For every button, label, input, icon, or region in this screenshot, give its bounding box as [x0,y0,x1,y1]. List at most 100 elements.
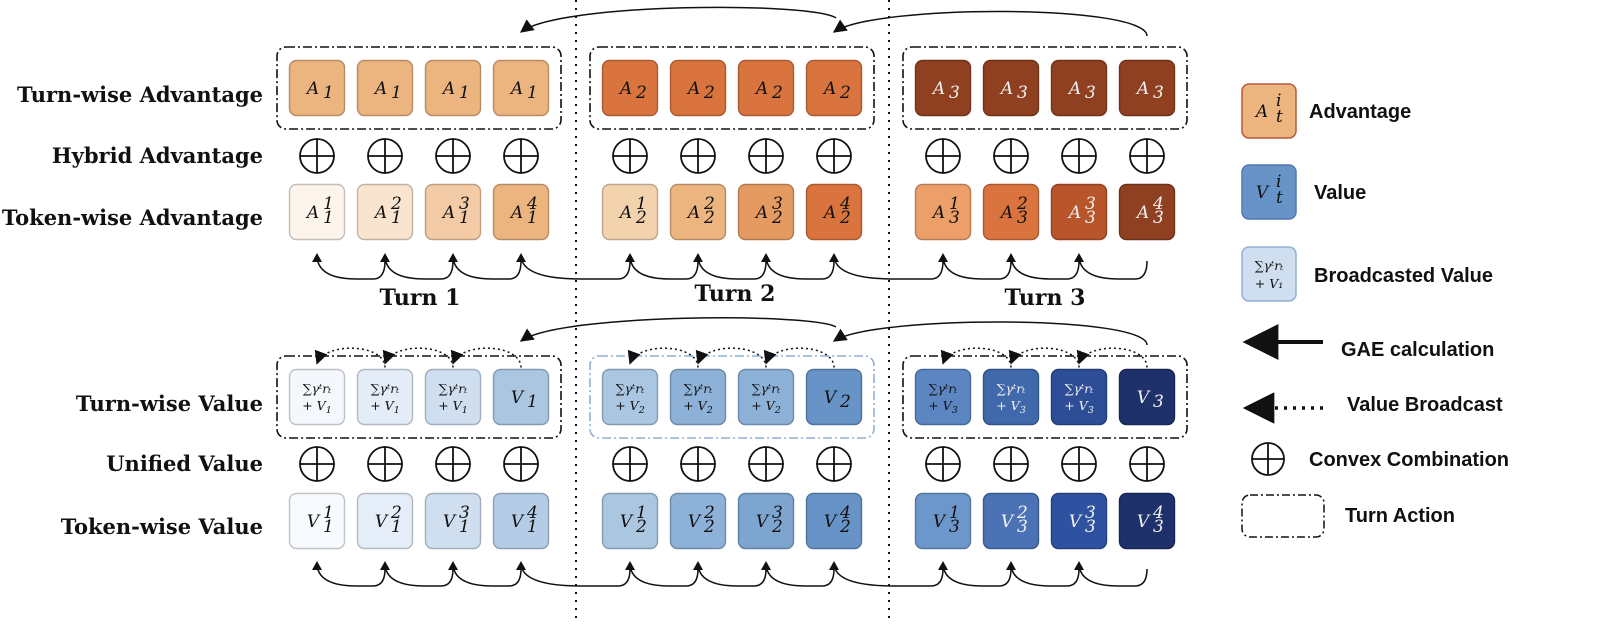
legend-turn-action-label: Turn Action [1345,505,1455,527]
svg-text:2: 2 [771,83,783,103]
oplus-icon [435,138,471,174]
svg-text:+ V3: + V3 [928,398,958,416]
svg-text:1: 1 [527,392,538,412]
turn-gae-arc [519,6,837,33]
svg-text:3: 3 [1017,83,1028,103]
turn-label-1: Turn 1 [380,285,461,311]
svg-text:A: A [931,203,945,223]
arrowhead-icon [1006,253,1016,262]
legend-convex-combination: Convex Combination [1251,442,1509,476]
svg-text:A: A [822,203,836,223]
svg-text:A: A [509,203,523,223]
svg-text:V: V [824,512,838,532]
row-label-turn-wise-value: Turn-wise Value [76,391,263,416]
legend-value-swatch [1241,164,1297,220]
svg-text:1: 1 [636,194,647,214]
arrowhead-icon [516,253,526,262]
arrowhead-icon [516,561,526,570]
svg-text:3: 3 [1085,208,1096,228]
svg-text:1: 1 [949,194,960,214]
svg-text:2: 2 [1016,503,1028,523]
oplus-icon [367,138,403,174]
svg-text:2: 2 [390,503,402,523]
svg-text:1: 1 [323,517,334,537]
turn-val-box: ∑γᵗrₜ + V3 [914,368,972,426]
legend-broadcasted-swatch [1241,246,1297,302]
svg-text:A: A [686,79,700,99]
arrowhead-icon [312,253,322,262]
oplus-icon [925,138,961,174]
row-label-hybrid-advantage: Hybrid Advantage [52,143,263,168]
oplus-icon [1061,446,1097,482]
arrowhead-icon [829,561,839,570]
svg-text:1: 1 [323,503,334,523]
value-broadcast-arrow [382,347,454,368]
svg-text:3: 3 [1153,208,1164,228]
turn-label-3: Turn 3 [1005,285,1086,311]
svg-text:A: A [509,79,523,99]
arrowhead-icon [1006,561,1016,570]
svg-text:V: V [1001,512,1015,532]
turn-val-box: ∑γᵗrₜ+ V1 [424,368,482,426]
svg-text:2: 2 [703,83,715,103]
svg-text:A: A [754,203,768,223]
svg-text:A: A [305,203,319,223]
svg-text:1: 1 [636,503,647,523]
svg-text:3: 3 [1085,517,1096,537]
oplus-icon [816,446,852,482]
turn-val-box: ∑γᵗrₜ+ V2 [601,368,659,426]
svg-text:A: A [441,203,455,223]
arrowhead-icon [380,561,390,570]
legend-advantage-swatch [1241,83,1297,139]
svg-text:V: V [620,512,634,532]
value-broadcast-arrow [763,347,835,368]
oplus-icon [435,446,471,482]
svg-text:V: V [756,512,770,532]
svg-text:V: V [1069,512,1083,532]
row-label-token-wise-value: Token-wise Value [61,514,263,539]
turn-gae-arc [519,317,837,342]
svg-text:A: A [1135,203,1149,223]
svg-text:+ V2: + V2 [615,398,645,416]
dashdot-box-icon [1241,494,1325,538]
legend-advantage-symbol: A [1254,102,1268,122]
svg-text:V: V [375,512,389,532]
value-broadcast-arrow [695,347,767,368]
svg-text:∑γᵗrₜ: ∑γᵗrₜ [929,381,958,396]
arrowhead-icon [693,253,703,262]
svg-text:1: 1 [323,194,334,214]
svg-text:A: A [931,79,945,99]
turn-gae-arc [832,10,1148,37]
oplus-icon [993,446,1029,482]
svg-text:3: 3 [459,194,470,214]
svg-text:+ V1: + V1 [302,398,332,416]
oplus-icon [925,446,961,482]
svg-text:∑γᵗrₜ: ∑γᵗrₜ [752,381,781,396]
svg-text:+ V1: + V1 [370,398,400,416]
oplus-icon [1251,442,1285,476]
turn-action-frame [276,355,562,439]
svg-text:A: A [618,79,632,99]
turn-action-frames [276,46,1188,439]
svg-text:3: 3 [949,208,960,228]
legend-gae: GAE calculation [1242,324,1494,361]
svg-text:i: i [1276,172,1281,192]
svg-text:4: 4 [1152,503,1164,523]
svg-text:1: 1 [391,83,402,103]
turn-val-box: ∑γᵗrₜ+ V2 [737,368,795,426]
svg-text:A: A [441,79,455,99]
